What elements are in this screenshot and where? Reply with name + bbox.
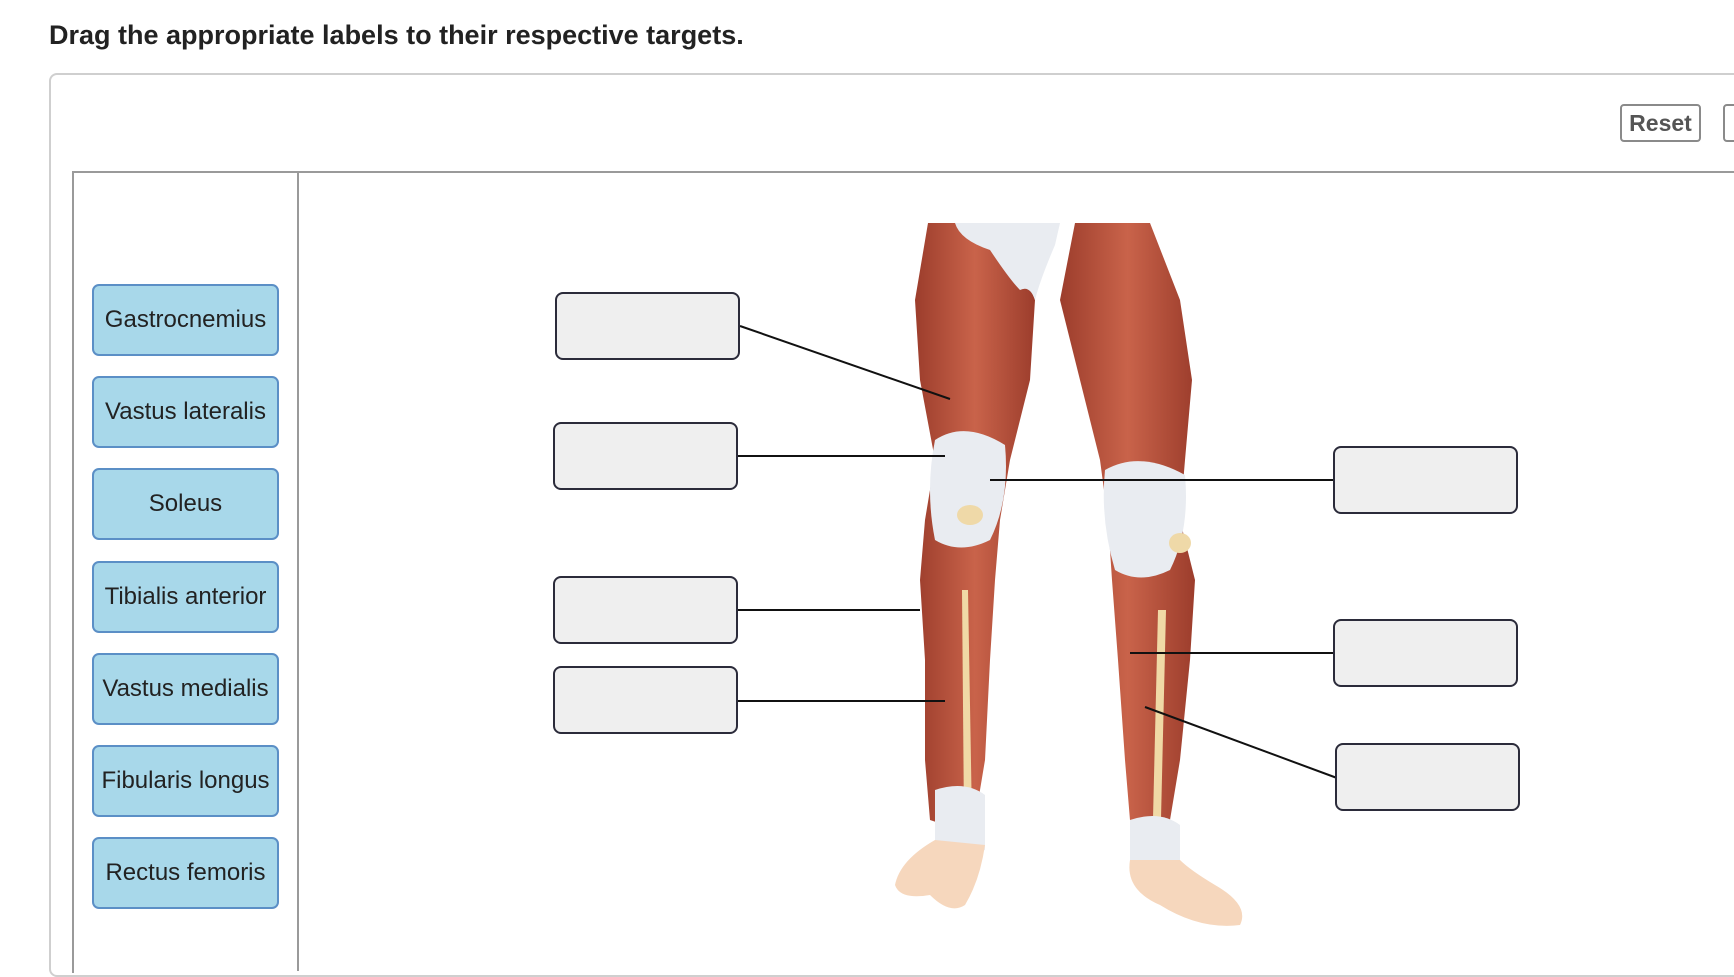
instruction-text: Drag the appropriate labels to their res…	[49, 20, 744, 50]
label-rectus-femoris[interactable]: Rectus femoris	[92, 837, 279, 909]
drop-target-5[interactable]	[553, 666, 738, 734]
left-leg-figure	[1060, 223, 1243, 926]
drag-drop-area	[72, 171, 1734, 973]
label-soleus[interactable]: Soleus	[92, 468, 279, 540]
drop-target-7[interactable]	[1335, 743, 1520, 811]
drop-target-6[interactable]	[1333, 619, 1518, 687]
leg-muscles-illustration	[738, 223, 1338, 926]
drop-target-3[interactable]	[1333, 446, 1518, 514]
right-leg-figure	[895, 223, 1035, 909]
label-tibialis-anterior[interactable]: Tibialis anterior	[92, 561, 279, 633]
pelvis-tendon	[955, 223, 1060, 300]
label-vastus-medialis[interactable]: Vastus medialis	[92, 653, 279, 725]
reset-button[interactable]: Reset	[1620, 104, 1701, 142]
drop-target-2[interactable]	[553, 422, 738, 490]
label-gastrocnemius[interactable]: Gastrocnemius	[92, 284, 279, 356]
activity-panel	[49, 73, 1734, 977]
help-button[interactable]	[1723, 104, 1734, 142]
drop-target-1[interactable]	[555, 292, 740, 360]
label-fibularis-longus[interactable]: Fibularis longus	[92, 745, 279, 817]
drop-target-4[interactable]	[553, 576, 738, 644]
leader-lines	[738, 325, 1338, 779]
label-bank	[72, 171, 299, 971]
label-vastus-lateralis[interactable]: Vastus lateralis	[92, 376, 279, 448]
